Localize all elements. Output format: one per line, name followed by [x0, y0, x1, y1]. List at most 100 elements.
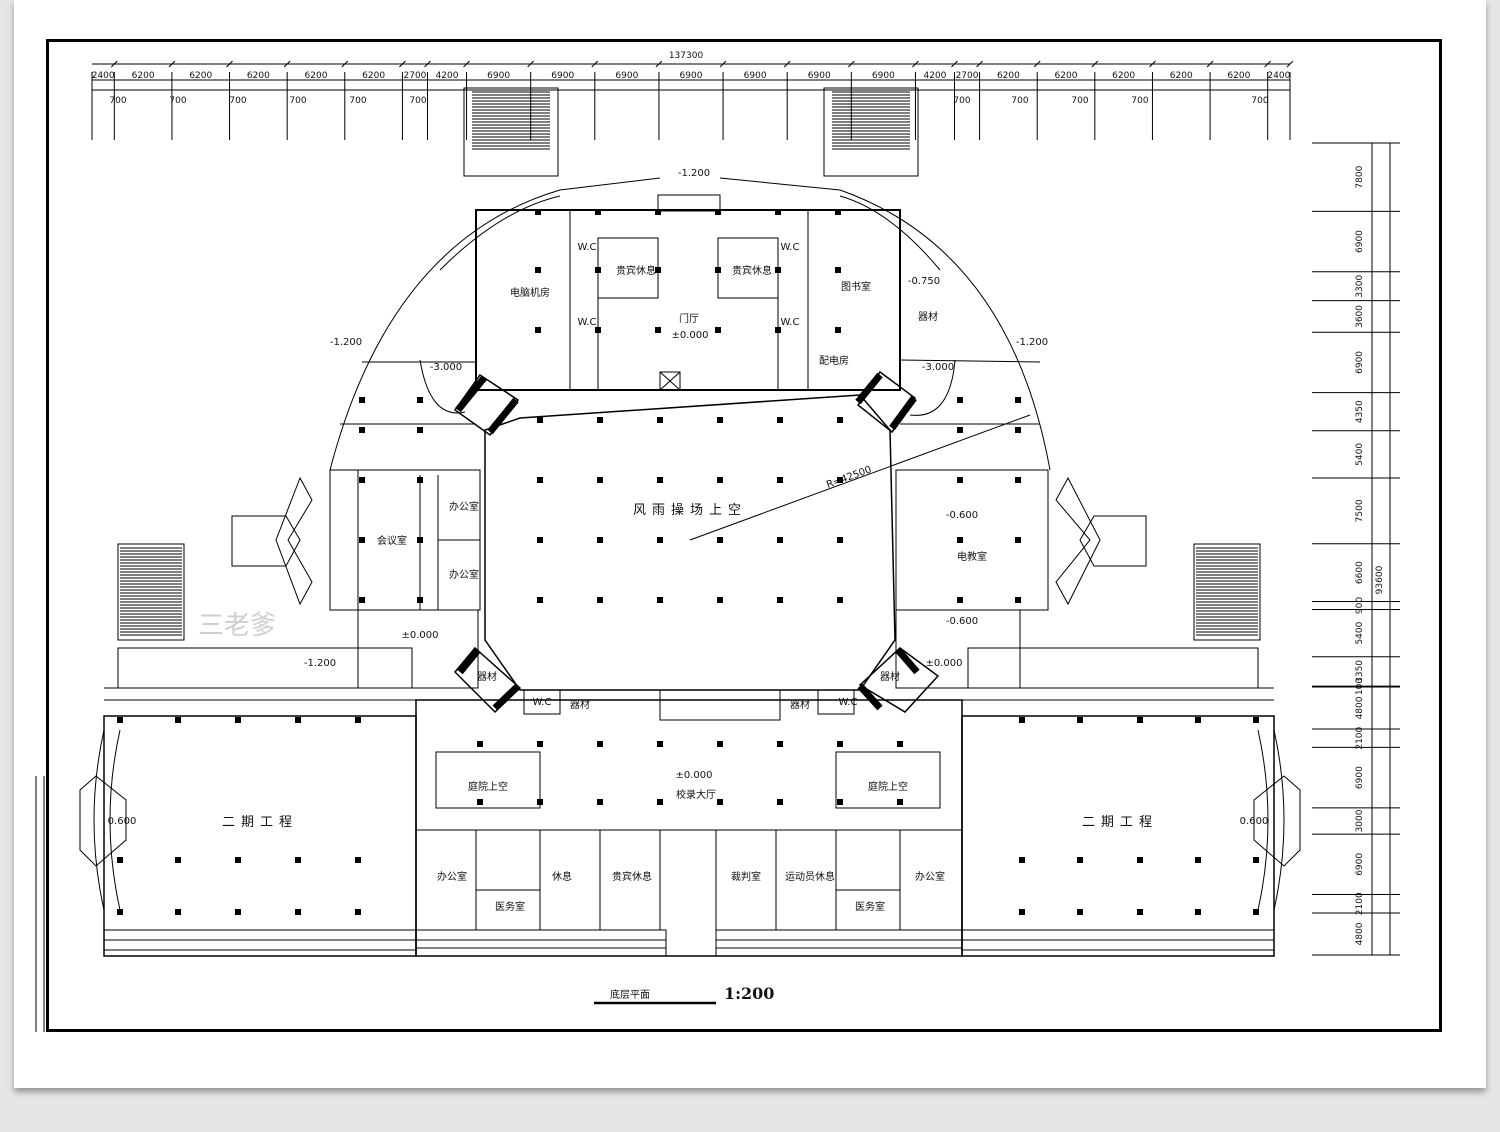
column [1015, 477, 1021, 483]
column [597, 417, 603, 423]
level-mark: -1.200 [330, 337, 362, 348]
column [535, 209, 541, 215]
right-dimension: 6900 [1355, 853, 1365, 876]
column [837, 741, 843, 747]
column [597, 477, 603, 483]
column [1137, 909, 1143, 915]
column [1015, 427, 1021, 433]
wc-label: W.C [578, 242, 597, 253]
top-dimension: 6900 [551, 71, 574, 81]
top-dimension: 2700 [404, 71, 427, 81]
column [837, 417, 843, 423]
column [597, 799, 603, 805]
right-dimension: 2100 [1355, 726, 1365, 749]
hall-level: ±0.000 [675, 770, 712, 781]
column [235, 909, 241, 915]
column [417, 597, 423, 603]
column [715, 327, 721, 333]
sub-dimension: 700 [1251, 96, 1268, 106]
right-dimension: 4800 [1355, 922, 1365, 945]
sub-dimension: 700 [109, 96, 126, 106]
drawing-caption: 底层平面 [610, 988, 650, 1001]
column [1015, 537, 1021, 543]
scale-label: 1:200 [724, 984, 774, 1003]
room-storage-r: 器材 [790, 698, 810, 711]
column [1253, 909, 1259, 915]
level-mark: 0.600 [1240, 816, 1269, 827]
column [717, 741, 723, 747]
overall-height-label: 93600 [1375, 565, 1385, 594]
right-dimension: 6600 [1355, 561, 1365, 584]
phase2-right: 二期工程 [1082, 815, 1158, 830]
column [777, 477, 783, 483]
room-athlete-rest: 运动员休息 [785, 870, 835, 883]
right-dimension: 5400 [1355, 443, 1365, 466]
right-dimension: 3600 [1355, 305, 1365, 328]
right-dimension: 5400 [1355, 621, 1365, 644]
column [117, 857, 123, 863]
column [957, 477, 963, 483]
column [537, 799, 543, 805]
top-dimension: 6200 [362, 71, 385, 81]
column [775, 209, 781, 215]
column [477, 799, 483, 805]
right-dimension: 7500 [1355, 499, 1365, 522]
room-vip-rest-right: 贵宾休息 [732, 264, 772, 277]
column [1253, 717, 1259, 723]
sub-dimension: 700 [169, 96, 186, 106]
column [775, 327, 781, 333]
column [837, 799, 843, 805]
column [359, 477, 365, 483]
column [717, 799, 723, 805]
room-office-2: 办公室 [449, 568, 479, 581]
room-storage-br: 器材 [880, 670, 900, 683]
column [835, 267, 841, 273]
column [1195, 857, 1201, 863]
column [1015, 397, 1021, 403]
column [657, 417, 663, 423]
column [1195, 717, 1201, 723]
top-dimension: 6200 [305, 71, 328, 81]
column [175, 717, 181, 723]
top-dimension: 6200 [997, 71, 1020, 81]
column [595, 267, 601, 273]
column [1195, 909, 1201, 915]
sub-dimension: 700 [953, 96, 970, 106]
room-power: 配电房 [819, 354, 849, 367]
right-dimension: 100 [1355, 678, 1365, 695]
column [715, 267, 721, 273]
room-av: 电教室 [957, 550, 987, 563]
top-dimension: 6200 [1055, 71, 1078, 81]
column [957, 597, 963, 603]
right-dimension: 7800 [1355, 165, 1365, 188]
column [417, 427, 423, 433]
room-computer: 电脑机房 [510, 286, 550, 299]
sub-dimension: 700 [1011, 96, 1028, 106]
right-dimension: 3300 [1355, 274, 1365, 297]
column [117, 717, 123, 723]
column [1077, 909, 1083, 915]
level-mark: ±0.000 [401, 630, 438, 641]
sub-dimension: 700 [229, 96, 246, 106]
column [655, 327, 661, 333]
column [595, 327, 601, 333]
room-office-br: 办公室 [915, 870, 945, 883]
column [1019, 857, 1025, 863]
phase2-left: 二期工程 [222, 815, 298, 830]
column [597, 741, 603, 747]
column [175, 857, 181, 863]
level-mark: -1.200 [1016, 337, 1048, 348]
room-lobby: 门厅 [679, 312, 699, 325]
top-dimension: 6900 [808, 71, 831, 81]
court-void-left: 庭院上空 [468, 780, 508, 793]
right-dimension: 4350 [1355, 400, 1365, 423]
column [417, 397, 423, 403]
column [1019, 909, 1025, 915]
column [657, 597, 663, 603]
column [1077, 857, 1083, 863]
overall-width-label: 137300 [669, 51, 704, 61]
column [535, 267, 541, 273]
column [657, 799, 663, 805]
top-dimension: 6900 [615, 71, 638, 81]
room-rest: 休息 [552, 870, 572, 883]
